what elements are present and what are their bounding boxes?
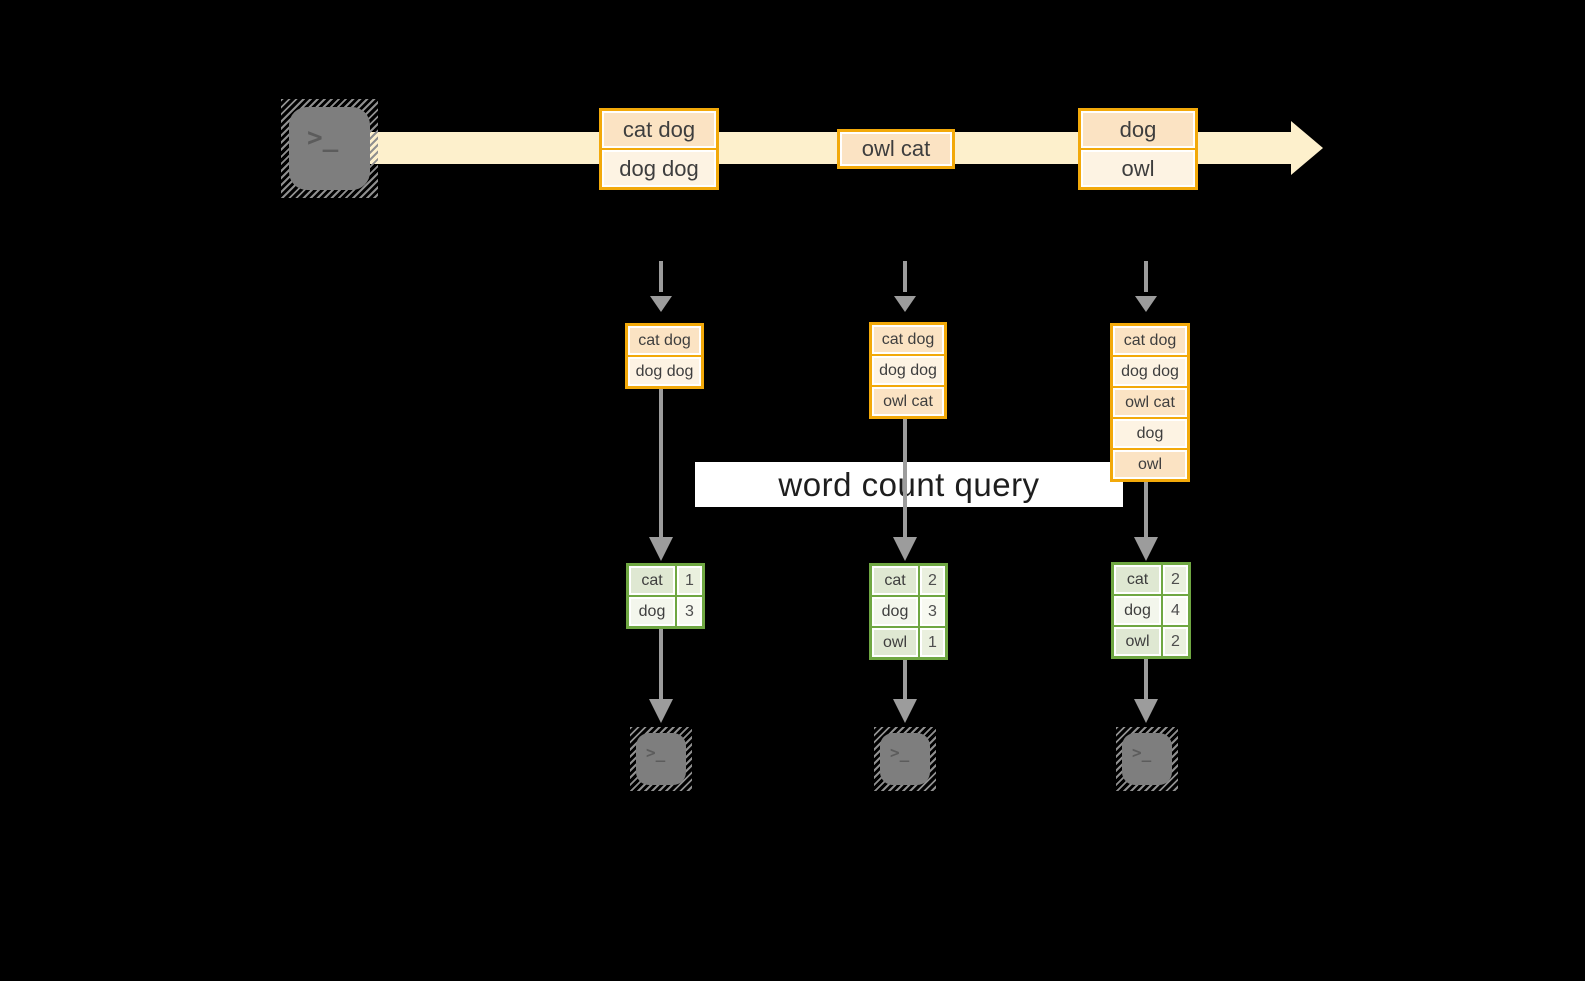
- buffer-row: dog dog: [628, 357, 701, 386]
- source-terminal-icon: >_: [281, 99, 378, 198]
- arrow-head-icon: [893, 537, 917, 561]
- count-word: dog: [1114, 596, 1161, 625]
- arrow-line: [903, 660, 907, 699]
- arrow-head-icon: [649, 699, 673, 723]
- buffer-row: dog dog: [1113, 357, 1187, 386]
- buffer-row: owl: [1113, 450, 1187, 479]
- stream-arrowhead-icon: [1291, 121, 1323, 175]
- arrow-head-icon: [893, 699, 917, 723]
- arrow-line: [903, 419, 907, 537]
- count-word: owl: [872, 628, 918, 657]
- count-word: cat: [629, 566, 675, 595]
- sink-terminal-icon: >_: [874, 727, 936, 791]
- buffer-row: owl cat: [1113, 388, 1187, 417]
- count-word: cat: [872, 566, 918, 595]
- count-table-3: cat 2 dog 4 owl 2: [1111, 562, 1191, 659]
- terminal-prompt: >_: [880, 733, 930, 785]
- terminal-prompt: >_: [1122, 733, 1172, 785]
- buffer-stack-1: cat dog dog dog: [625, 323, 704, 389]
- dashed-arrow-head-icon: [650, 296, 672, 312]
- buffer-row: dog: [1113, 419, 1187, 448]
- event-row: owl cat: [840, 132, 952, 166]
- arrow-line: [659, 389, 663, 537]
- buffer-row: owl cat: [872, 387, 944, 416]
- count-word: cat: [1114, 565, 1161, 594]
- count-value: 1: [920, 628, 945, 657]
- event-row: dog dog: [602, 150, 716, 187]
- stream-event-3: dog owl: [1078, 108, 1198, 190]
- sink-terminal-icon: >_: [1116, 727, 1178, 791]
- dashed-arrow-head-icon: [1135, 296, 1157, 312]
- dashed-arrow-head-icon: [894, 296, 916, 312]
- buffer-row: cat dog: [872, 325, 944, 354]
- event-row: dog: [1081, 111, 1195, 148]
- arrow-head-icon: [1134, 537, 1158, 561]
- count-table-2: cat 2 dog 3 owl 1: [869, 563, 948, 660]
- count-value: 2: [920, 566, 945, 595]
- stream-event-1: cat dog dog dog: [599, 108, 719, 190]
- count-word: dog: [629, 597, 675, 626]
- arrow-head-icon: [649, 537, 673, 561]
- arrow-head-icon: [1134, 699, 1158, 723]
- stream-event-2: owl cat: [837, 129, 955, 169]
- count-value: 2: [1163, 565, 1188, 594]
- arrow-line: [659, 629, 663, 699]
- count-word: owl: [1114, 627, 1161, 656]
- event-row: cat dog: [602, 111, 716, 148]
- count-value: 2: [1163, 627, 1188, 656]
- arrow-line: [1144, 659, 1148, 699]
- buffer-stack-3: cat dog dog dog owl cat dog owl: [1110, 323, 1190, 482]
- word-count-query-banner: word count query: [695, 462, 1123, 507]
- buffer-row: cat dog: [1113, 326, 1187, 355]
- sink-terminal-icon: >_: [630, 727, 692, 791]
- count-value: 3: [677, 597, 702, 626]
- count-value: 4: [1163, 596, 1188, 625]
- dashed-arrow-line: [659, 261, 663, 292]
- terminal-prompt: >_: [289, 107, 370, 190]
- event-row: owl: [1081, 150, 1195, 187]
- buffer-row: cat dog: [628, 326, 701, 355]
- dashed-arrow-line: [1144, 261, 1148, 292]
- count-word: dog: [872, 597, 918, 626]
- count-value: 3: [920, 597, 945, 626]
- count-value: 1: [677, 566, 702, 595]
- buffer-row: dog dog: [872, 356, 944, 385]
- arrow-line: [1144, 482, 1148, 537]
- count-table-1: cat 1 dog 3: [626, 563, 705, 629]
- dashed-arrow-line: [903, 261, 907, 292]
- terminal-prompt: >_: [636, 733, 686, 785]
- buffer-stack-2: cat dog dog dog owl cat: [869, 322, 947, 419]
